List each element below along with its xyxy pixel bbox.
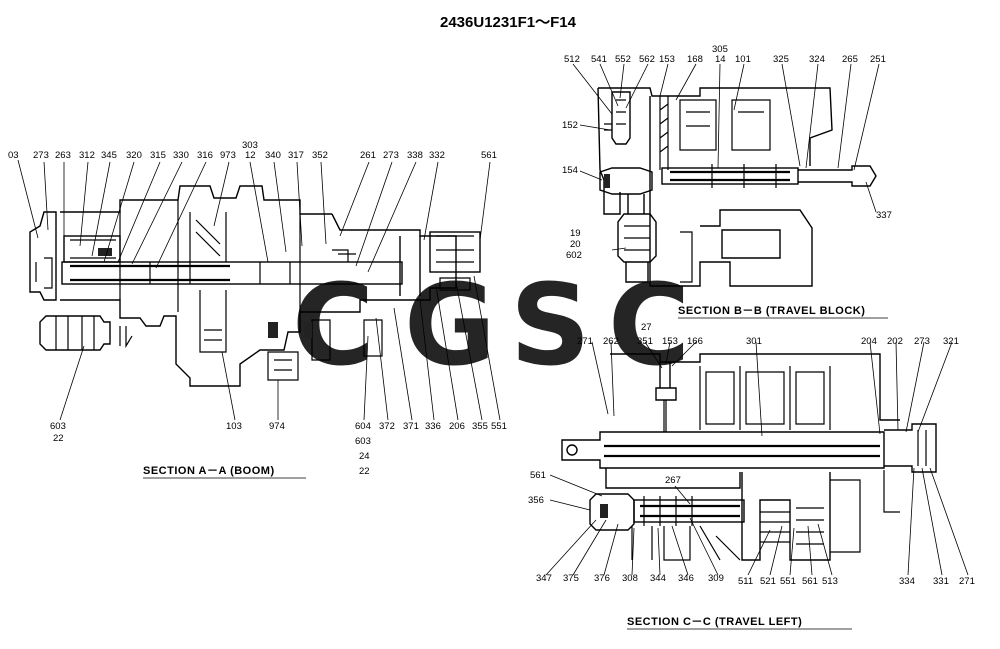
callout-label: 330 [173,150,189,161]
callout-label: 204 [861,336,877,347]
callouts-section-b: 305 14 512 541 552 562 153 168 101 325 3… [562,44,892,261]
callout-label: 974 [269,421,285,432]
callout-label: 316 [197,150,213,161]
callout-label: 324 [809,54,825,65]
callout-label: 251 [870,54,886,65]
callout-label: 24 [359,451,370,462]
callout-label: 561 [481,150,497,161]
callout-label: 263 [55,150,71,161]
callout-label: 325 [773,54,789,65]
callout-label: 265 [842,54,858,65]
callout-label: 315 [150,150,166,161]
callout-label: 511 [738,576,753,587]
callout-label: 03 [8,150,19,161]
callout-label: 331 [933,576,949,587]
callout-label: 602 [566,250,582,261]
callout-label: 317 [288,150,304,161]
callout-label: 355 [472,421,488,432]
callout-label: 152 [562,120,578,131]
callout-label: 103 [226,421,242,432]
callout-label: 305 [712,44,728,55]
callout-label: 603 [355,436,371,447]
callout-label: 303 [242,140,258,151]
callouts-section-c: 27 271 262 351 153 166 301 204 202 273 3… [528,322,975,587]
callout-label: 273 [33,150,49,161]
callout-label: 551 [780,576,796,587]
callout-label: 603 [50,421,66,432]
callout-label: 376 [594,573,610,584]
callout-label: 262 [603,336,619,347]
section-b-caption: SECTION B－B (TRAVEL BLOCK) [678,305,865,317]
leader-lines [17,63,969,576]
callout-label: 375 [563,573,579,584]
callout-label: 168 [687,54,703,65]
callout-label: 202 [887,336,903,347]
callout-label: 561 [530,470,546,481]
callout-label: 337 [876,210,892,221]
section-b-drawing [597,87,877,287]
callout-label: 340 [265,150,281,161]
callout-label: 20 [570,239,581,250]
callout-label: 512 [564,54,580,65]
callout-label: 273 [383,150,399,161]
callout-label: 320 [126,150,142,161]
callout-label: 336 [425,421,441,432]
callout-label: 12 [245,150,256,161]
callout-label: 356 [528,495,544,506]
callout-label: 561 [802,576,818,587]
callout-label: 267 [665,475,681,486]
callout-label: 551 [491,421,507,432]
watermark-letter: C [608,261,690,391]
callout-label: 352 [312,150,328,161]
callout-label: 347 [536,573,552,584]
callout-label: 22 [53,433,64,444]
section-c-caption: SECTION C－C (TRAVEL LEFT) [627,616,802,628]
callout-label: 312 [79,150,95,161]
callout-label: 334 [899,576,915,587]
callout-label: 22 [359,466,370,477]
callout-label: 19 [570,228,581,239]
callout-label: 154 [562,165,578,176]
watermark-letter: S [510,261,591,391]
callout-label: 521 [760,576,776,587]
callout-label: 351 [637,336,653,347]
section-a-caption: SECTION A－A (BOOM) [143,465,275,477]
callout-label: 321 [943,336,959,347]
callout-label: 371 [403,421,419,432]
callout-label: 338 [407,150,423,161]
callout-label: 166 [687,336,703,347]
callout-label: 301 [746,336,762,347]
callout-label: 973 [220,150,236,161]
callout-label: 345 [101,150,117,161]
callout-label: 309 [708,573,724,584]
callout-label: 27 [641,322,652,333]
callout-label: 562 [639,54,655,65]
callout-label: 513 [822,576,838,587]
callout-label: 273 [914,336,930,347]
callout-label: 308 [622,573,638,584]
callout-label: 604 [355,421,371,432]
callout-label: 271 [577,336,593,347]
callout-label: 153 [662,336,678,347]
callout-label: 271 [959,576,975,587]
callout-label: 541 [591,54,607,65]
callout-label: 346 [678,573,694,584]
callout-label: 552 [615,54,631,65]
callout-label: 14 [715,54,726,65]
callout-label: 101 [735,54,751,65]
callouts-section-a: 03 273 263 312 345 320 315 330 316 973 3… [8,140,507,477]
callout-label: 206 [449,421,465,432]
callout-label: 153 [659,54,675,65]
callout-label: 344 [650,573,666,584]
callout-label: 332 [429,150,445,161]
drawing-title: 2436U1231F1～F14 [440,14,577,31]
callout-label: 261 [360,150,376,161]
section-c-drawing [561,353,937,561]
callout-label: 372 [379,421,395,432]
